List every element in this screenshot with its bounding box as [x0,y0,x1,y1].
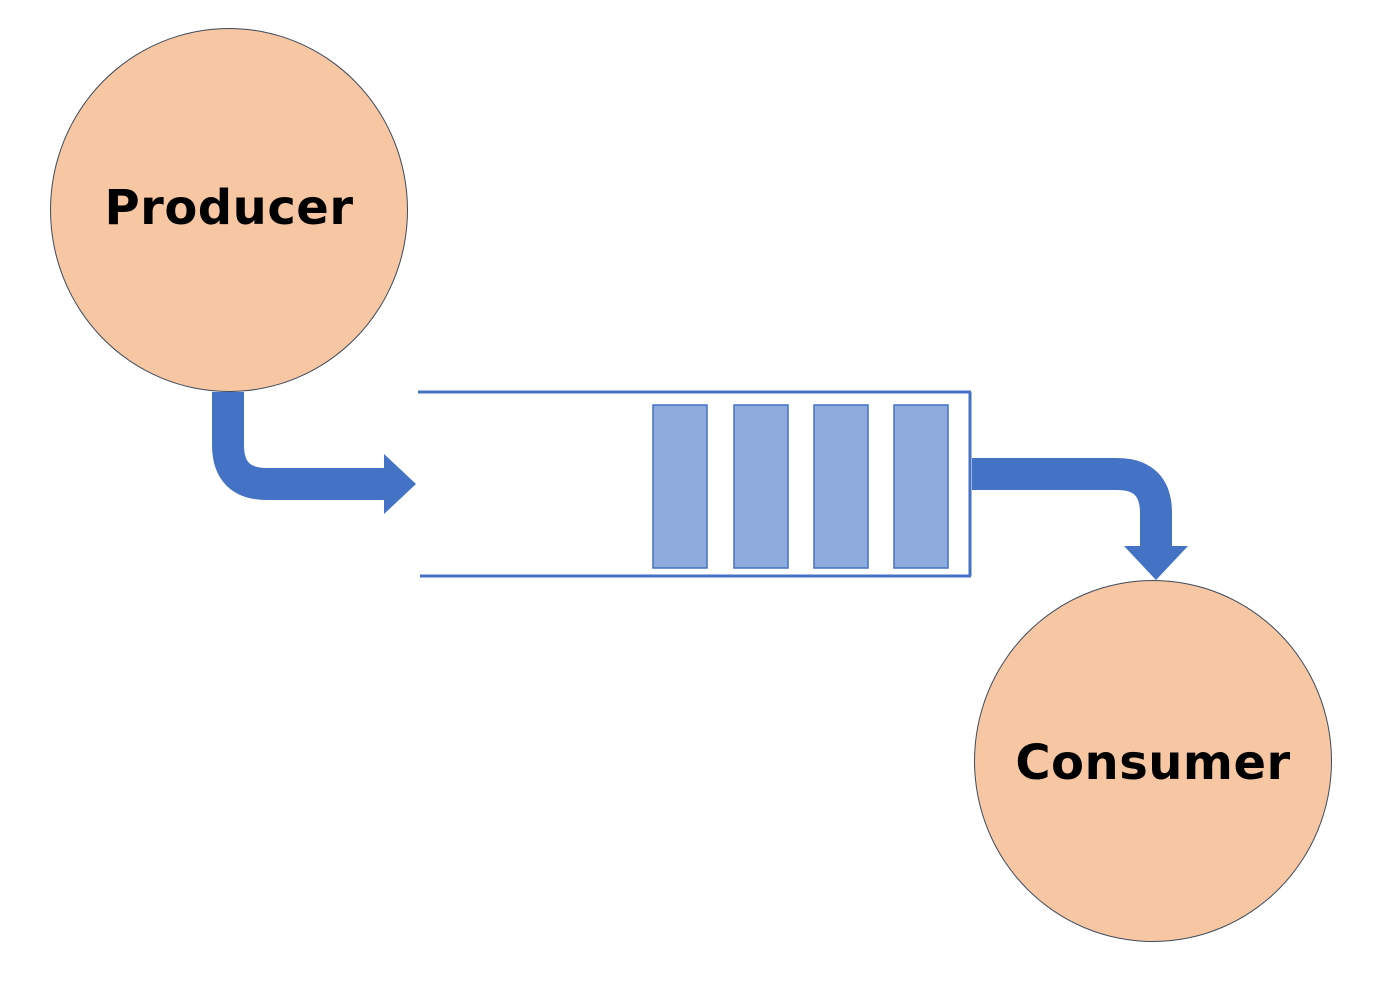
producer-to-queue-arrow-head [384,454,416,514]
queue [418,390,972,578]
queue-item [893,404,949,569]
consumer-node: Consumer [974,580,1332,942]
queue-to-consumer-arrow [972,458,1188,580]
producer-to-queue-arrow [212,392,416,514]
queue-item [813,404,869,569]
producer-label: Producer [104,180,354,236]
queue-item [652,404,708,569]
queue-to-consumer-arrow-head [1124,546,1188,580]
producer-node: Producer [50,28,408,392]
consumer-label: Consumer [1015,735,1291,791]
producer-to-queue-arrow-shaft [212,392,392,500]
queue-item [733,404,789,569]
queue-to-consumer-arrow-shaft [972,458,1172,552]
